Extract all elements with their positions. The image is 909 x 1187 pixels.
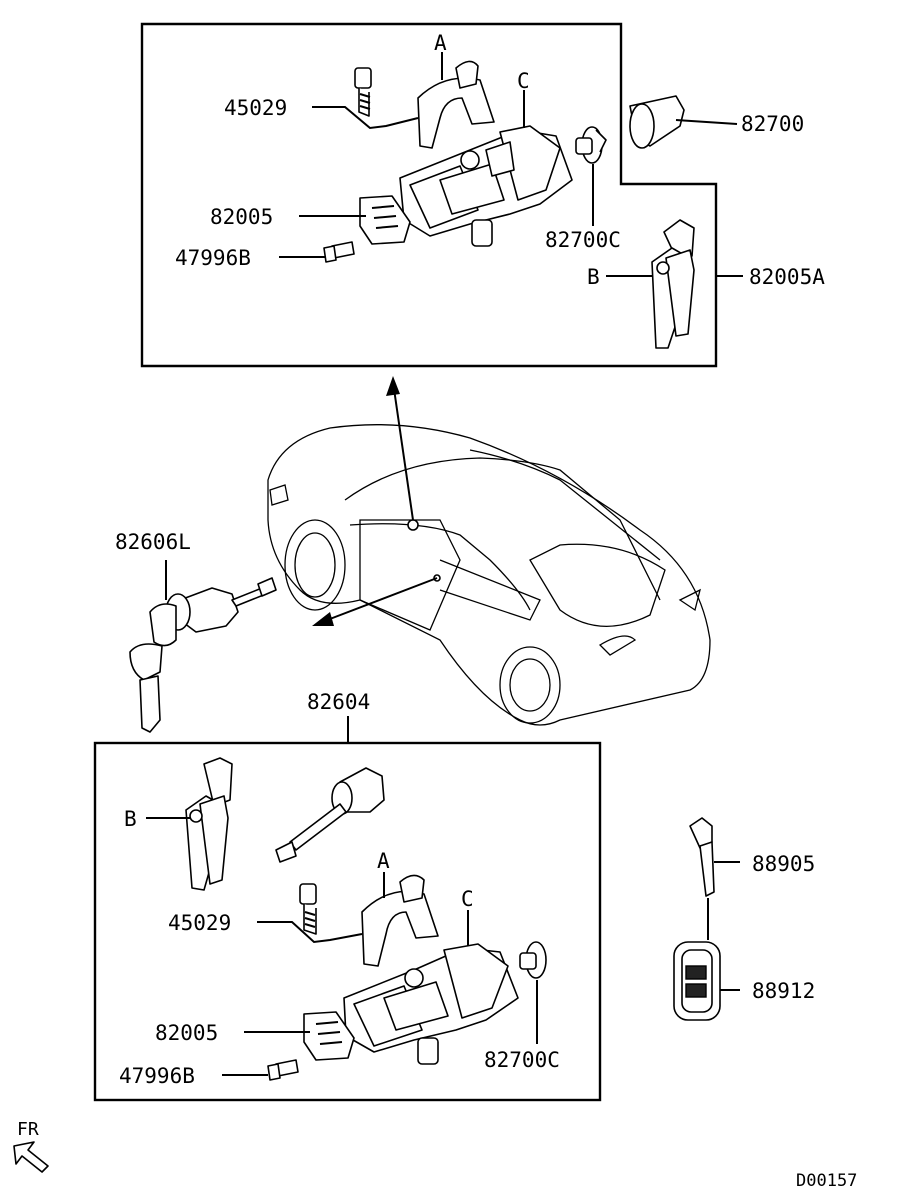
- label-82700-upper: 82700: [741, 112, 804, 136]
- label-47996b-lower: 47996B: [119, 1064, 195, 1088]
- door-lock-82606l: [129, 560, 277, 733]
- label-fr: FR: [17, 1119, 39, 1140]
- vehicle-outline: [267, 424, 711, 726]
- switch-82005-upper: [359, 195, 411, 245]
- grommet-82700c-lower: [519, 941, 547, 979]
- upper-detail-box: 45029 A C 82700 82005 82700C 47996B B 82…: [140, 22, 825, 368]
- label-82700c-upper: 82700C: [545, 228, 621, 252]
- label-a-upper: A: [434, 31, 447, 55]
- label-82005a: 82005A: [749, 265, 825, 289]
- label-47996b-upper: 47996B: [175, 246, 251, 270]
- emergency-key-88905: [689, 817, 740, 897]
- key-set-82005a: [651, 219, 695, 349]
- pin-45029-upper: [354, 67, 372, 117]
- label-82005-lower: 82005: [155, 1021, 218, 1045]
- label-a-lower: A: [377, 849, 390, 873]
- switch-82005-lower: [303, 1011, 355, 1061]
- label-82604: 82604: [307, 690, 370, 714]
- label-b-lower: B: [124, 807, 137, 831]
- bracket-a-lower: [361, 874, 439, 967]
- screw-47996b-upper: [323, 241, 355, 263]
- screw-47996b-lower: [267, 1059, 299, 1081]
- remote-fob-88912: [673, 898, 740, 1021]
- label-c-upper: C: [517, 69, 530, 93]
- diagram-code: D00157: [796, 1171, 857, 1187]
- fr-arrow-icon: [13, 1141, 49, 1173]
- pin-45029-lower: [299, 883, 317, 935]
- label-82700c-lower: 82700C: [484, 1048, 560, 1072]
- bracket-a-upper: [417, 60, 495, 149]
- label-88905: 88905: [752, 852, 815, 876]
- grommet-82700c-upper: [575, 126, 607, 164]
- lock-cylinder-lower: [275, 767, 385, 863]
- lock-cylinder-body-lower: [343, 943, 519, 1065]
- label-82005-upper: 82005: [210, 205, 273, 229]
- cap-82700: [629, 95, 685, 149]
- leader-45029-lower: [257, 921, 363, 944]
- label-45029-lower: 45029: [168, 911, 231, 935]
- label-82606l: 82606L: [115, 530, 191, 554]
- lower-detail-box: B A 45029 C 82005 82700C 47996B: [93, 716, 602, 1102]
- key-set-lower: [185, 757, 233, 891]
- callout-arrows: [312, 376, 438, 626]
- label-c-lower: C: [461, 887, 474, 911]
- leader-82700: [675, 119, 738, 125]
- label-b-upper: B: [587, 265, 600, 289]
- leader-45029-upper: [312, 106, 419, 130]
- lock-cylinder-body-upper: [399, 125, 573, 247]
- label-88912: 88912: [752, 979, 815, 1003]
- label-45029-upper: 45029: [224, 96, 287, 120]
